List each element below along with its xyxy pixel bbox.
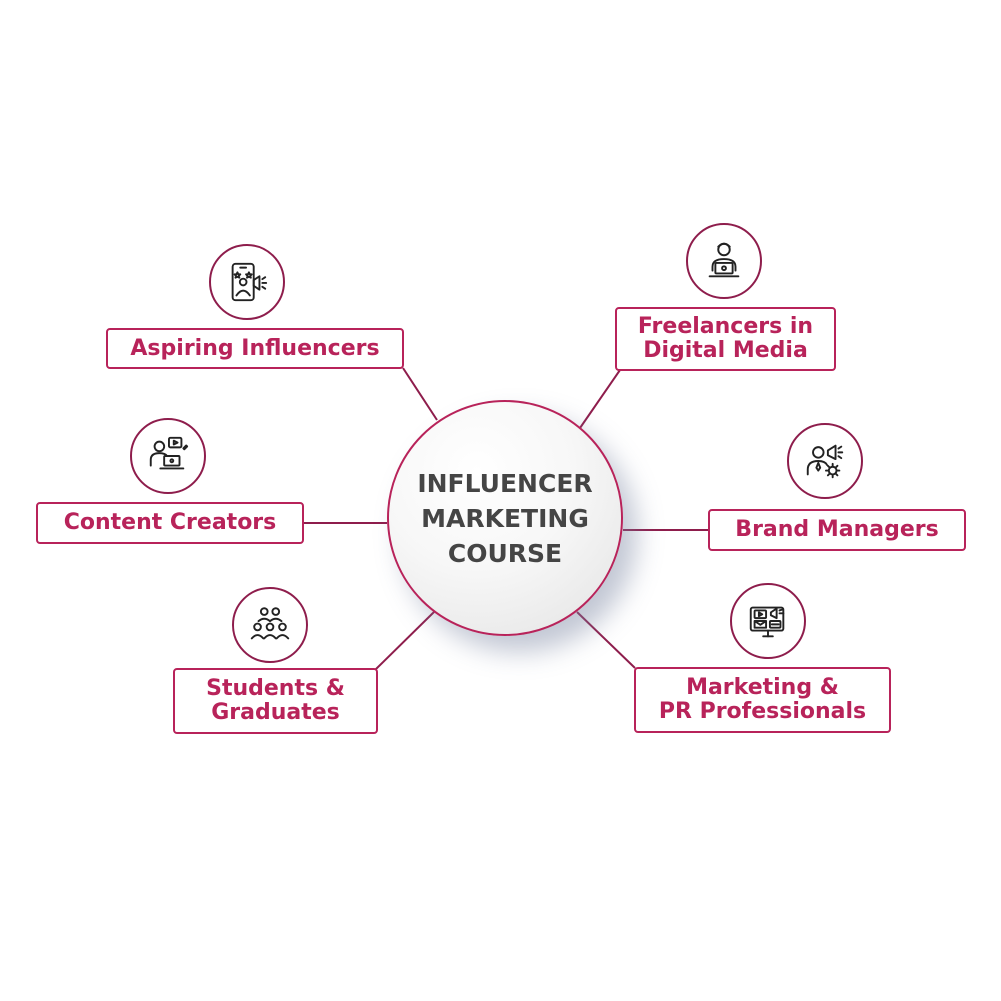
label-line: Aspiring Influencers [130,335,380,361]
center-line-2: MARKETING [421,503,589,533]
connector-marketing-pr [576,611,636,669]
manager-megaphone-gear-icon [787,423,863,499]
label-aspiring-influencers: Aspiring Influencers [106,328,404,369]
center-topic: INFLUENCER MARKETING COURSE [387,400,623,636]
group-of-people-icon [232,587,308,663]
content-creator-laptop-icon [130,418,206,494]
connector-aspiring-influencers [402,367,438,421]
label-freelancers: Freelancers in Digital Media [615,307,836,371]
label-content-creators: Content Creators [36,502,304,544]
label-students-graduates: Students & Graduates [173,668,378,734]
center-line-1: INFLUENCER [417,468,593,498]
label-marketing-pr: Marketing & PR Professionals [634,667,891,733]
label-line: Content Creators [63,510,277,535]
label-line: Marketing & [686,675,839,700]
connector-freelancers [579,369,621,429]
connector-students-graduates [374,611,435,671]
label-line: PR Professionals [658,699,867,724]
label-line: Graduates [211,700,340,725]
center-line-3: COURSE [447,538,563,568]
label-line: Freelancers in [637,314,814,339]
influencer-phone-megaphone-icon [209,244,285,320]
label-line: Digital Media [643,338,808,363]
label-line: Brand Managers [735,517,939,542]
label-line: Students & [206,676,345,701]
monitor-video-megaphone-icon [730,583,806,659]
label-brand-managers: Brand Managers [708,509,966,551]
freelancer-laptop-icon [686,223,762,299]
